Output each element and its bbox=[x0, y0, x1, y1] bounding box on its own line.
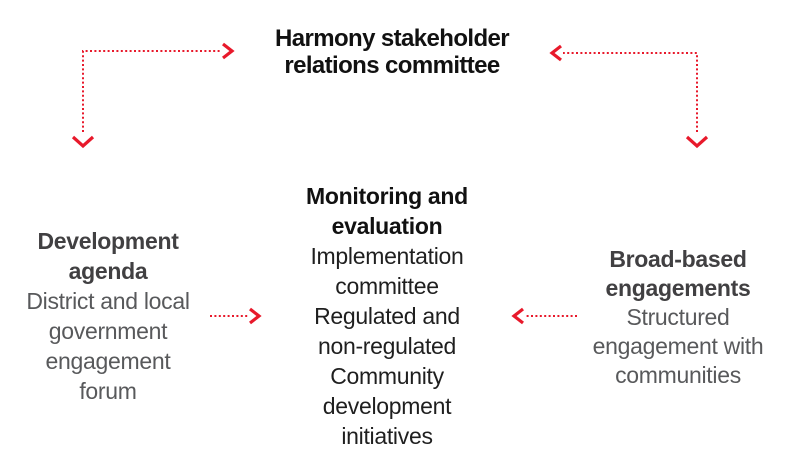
node-body-line: communities bbox=[615, 362, 741, 388]
node-monitoring-evaluation: Monitoring and evaluation Implementation… bbox=[277, 181, 497, 451]
node-body-line: committee bbox=[335, 273, 439, 299]
arrowhead-right-icon bbox=[249, 307, 262, 325]
arrowhead-right-icon bbox=[222, 42, 235, 60]
node-development-agenda: Development agenda District and local go… bbox=[0, 226, 218, 406]
connector-broadbased-monitoring bbox=[511, 307, 577, 325]
node-heading-line: Monitoring and bbox=[306, 183, 468, 209]
node-body-line: government bbox=[48, 318, 168, 344]
node-body-line: initiatives bbox=[341, 423, 433, 449]
node-body-line: forum bbox=[79, 378, 137, 404]
dotted-elbow-line bbox=[82, 50, 221, 132]
arrowhead-down-icon bbox=[685, 135, 709, 149]
title-line: Harmony stakeholder bbox=[274, 25, 510, 52]
node-body-line: engagement with bbox=[592, 333, 764, 359]
connector-development-committee bbox=[71, 42, 235, 149]
title-harmony-stakeholder-committee: Harmony stakeholder relations committee bbox=[232, 25, 552, 79]
connector-broadbased-committee bbox=[549, 44, 709, 149]
node-broad-based-engagements: Broad-based engagements Structured engag… bbox=[568, 245, 788, 390]
node-body-line: development bbox=[322, 393, 452, 419]
node-heading-line: engagements bbox=[605, 275, 751, 301]
node-body-line: non-regulated bbox=[317, 333, 457, 359]
node-body-line: Regulated and bbox=[314, 303, 460, 329]
arrowhead-down-icon bbox=[71, 135, 95, 149]
arrowhead-left-icon bbox=[549, 44, 562, 62]
node-body-line: Structured bbox=[626, 304, 730, 330]
node-body-line: District and local bbox=[26, 288, 190, 314]
node-body-line: Community bbox=[330, 363, 444, 389]
arrowhead-left-icon bbox=[511, 307, 524, 325]
node-body-line: Implementation bbox=[310, 243, 464, 269]
title-line: relations committee bbox=[284, 52, 500, 79]
node-body-line: engagement bbox=[45, 348, 171, 374]
connector-development-monitoring bbox=[210, 307, 262, 325]
node-heading-line: agenda bbox=[68, 258, 148, 284]
node-heading-line: Broad-based bbox=[609, 246, 747, 272]
dotted-elbow-line bbox=[563, 52, 698, 132]
node-heading-line: evaluation bbox=[331, 213, 443, 239]
node-heading-line: Development bbox=[37, 228, 179, 254]
